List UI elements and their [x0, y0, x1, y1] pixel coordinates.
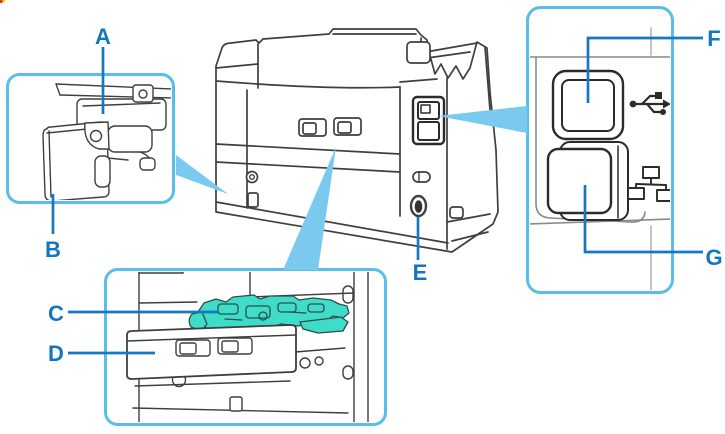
- cover-latch: [217, 337, 253, 355]
- leader-line-f: [586, 36, 703, 103]
- hinge-screw: [245, 170, 259, 208]
- panel-lines: [530, 27, 670, 290]
- vent-slot: [412, 171, 431, 183]
- label-g: G: [705, 245, 722, 270]
- flap-tab: [94, 155, 111, 188]
- callout-pointer-bottom: [283, 147, 336, 270]
- transport-unit: [188, 294, 350, 334]
- label-f: F: [707, 26, 720, 51]
- rear-cover-latch: [333, 117, 362, 136]
- callout-pointer-right: [438, 106, 527, 133]
- callout-pointer-left: [176, 155, 228, 194]
- label-e: E: [413, 260, 428, 285]
- closeup-rear-cover: [42, 83, 171, 200]
- usb-icon: [629, 92, 670, 115]
- transport-cover: [126, 324, 297, 380]
- label-b: B: [45, 237, 61, 262]
- printer-detail-lines: [215, 33, 491, 250]
- lan-port: [546, 141, 629, 221]
- closeup-ports: [530, 27, 670, 290]
- leader-line-g: [583, 185, 703, 254]
- ethernet-icon: [627, 166, 670, 202]
- label-c: C: [48, 301, 64, 326]
- printer-outline: [215, 28, 499, 253]
- cover-latch: [175, 339, 211, 357]
- usb-port: [551, 69, 625, 141]
- rear-cover-latch: [298, 118, 327, 137]
- closeup-transport-unit: [126, 272, 369, 422]
- printer-rear-view: [215, 28, 499, 253]
- power-cord-connector: [409, 194, 428, 218]
- interface-ports-block: [411, 95, 446, 146]
- screenshot-artifact: [0, 0, 5, 3]
- label-d: D: [48, 341, 64, 366]
- tray-latch: [132, 84, 154, 103]
- label-a: A: [95, 24, 111, 49]
